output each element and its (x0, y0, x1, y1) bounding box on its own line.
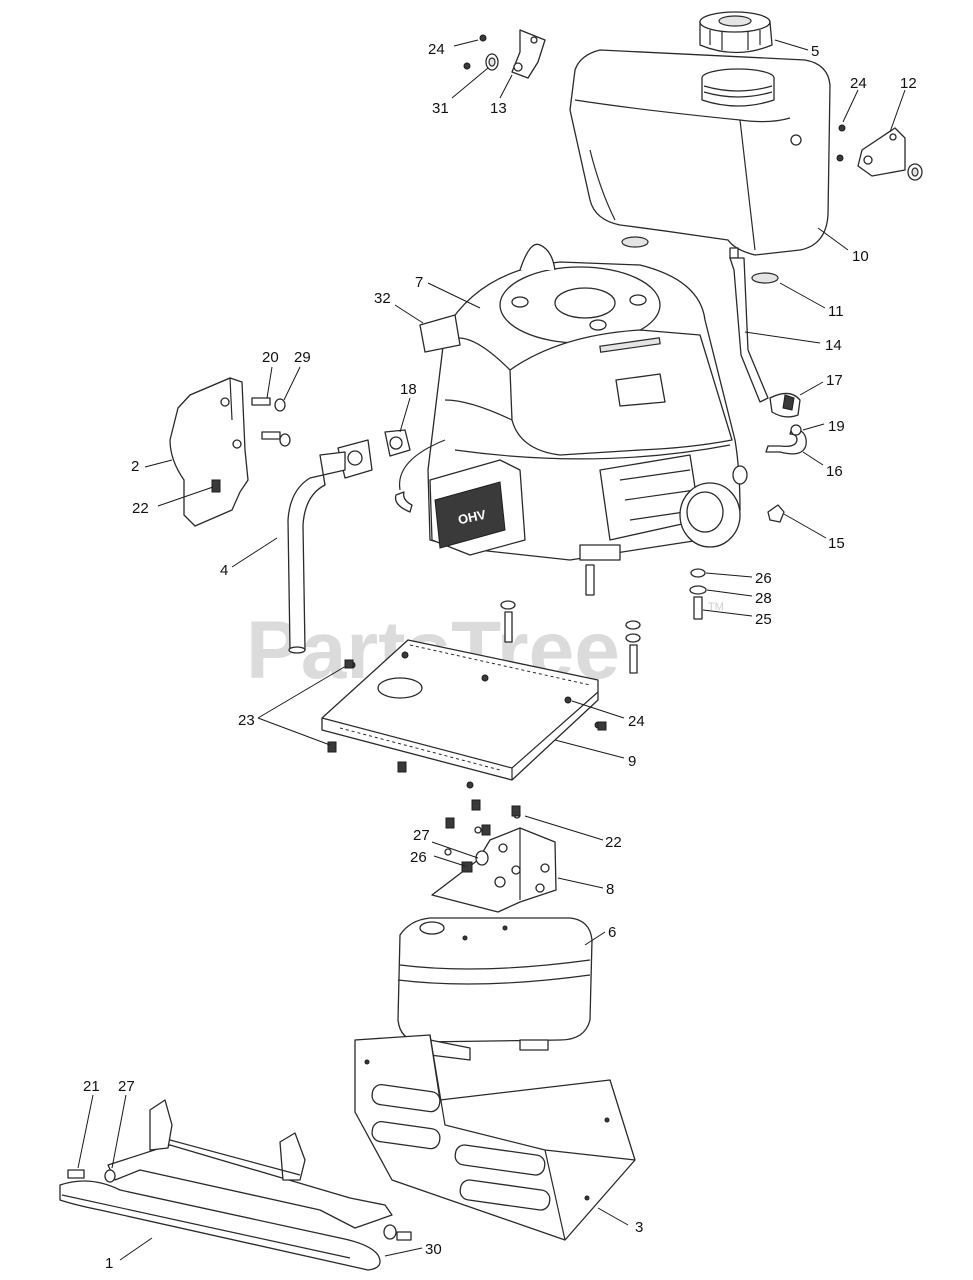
callout-28[interactable]: 28 (755, 590, 772, 607)
callout-19[interactable]: 19 (828, 418, 845, 435)
callout-27[interactable]: 27 (118, 1078, 135, 1095)
callout-9[interactable]: 9 (628, 753, 636, 770)
callout-24[interactable]: 24 (428, 41, 445, 58)
callout-10[interactable]: 10 (852, 248, 869, 265)
washers-11[interactable] (621, 236, 779, 284)
callout-3[interactable]: 3 (635, 1219, 643, 1236)
callout-15[interactable]: 15 (828, 535, 845, 552)
fuel-line-16[interactable] (765, 424, 807, 455)
callout-22[interactable]: 22 (132, 500, 149, 517)
callout-8[interactable]: 8 (606, 881, 614, 898)
callout-23[interactable]: 23 (238, 712, 255, 729)
front-bumper-1[interactable] (59, 1099, 412, 1271)
hose-clamp-15[interactable] (767, 504, 785, 523)
callout-4[interactable]: 4 (220, 562, 228, 579)
callout-32[interactable]: 32 (374, 290, 391, 307)
callout-7[interactable]: 7 (415, 274, 423, 291)
fuel-line-14[interactable] (729, 257, 769, 403)
callout-14[interactable]: 14 (825, 337, 842, 354)
callout-labels: 24 31 13 5 24 12 10 11 7 32 14 17 20 29 … (83, 41, 917, 1272)
callout-26[interactable]: 26 (755, 570, 772, 587)
fuel-filter-17[interactable] (769, 392, 801, 418)
exhaust-pipe-4[interactable] (287, 439, 373, 654)
engine-plate-9[interactable] (321, 639, 602, 789)
fuel-cap[interactable] (699, 11, 773, 54)
callout-31[interactable]: 31 (432, 100, 449, 117)
bolts-20[interactable] (251, 397, 291, 447)
heat-shield-2[interactable] (169, 377, 249, 527)
callout-12[interactable]: 12 (900, 75, 917, 92)
decal-32[interactable] (419, 314, 461, 353)
tank-bracket-12[interactable] (836, 124, 923, 181)
callout-5[interactable]: 5 (811, 43, 819, 60)
callout-2[interactable]: 2 (131, 458, 139, 475)
engine-brand-label: OHV (457, 507, 488, 528)
callout-27[interactable]: 27 (413, 827, 430, 844)
callout-29[interactable]: 29 (294, 349, 311, 366)
fuel-tank[interactable] (569, 49, 831, 259)
callout-30[interactable]: 30 (425, 1241, 442, 1258)
callout-18[interactable]: 18 (400, 381, 417, 398)
callout-11[interactable]: 11 (828, 303, 844, 320)
callout-16[interactable]: 16 (826, 463, 843, 480)
callout-24[interactable]: 24 (850, 75, 867, 92)
bushing-31[interactable] (463, 34, 499, 71)
watermark-tm: TM (708, 601, 724, 613)
callout-6[interactable]: 6 (608, 924, 616, 941)
engine[interactable]: OHV (394, 243, 748, 561)
callout-13[interactable]: 13 (490, 100, 507, 117)
gasket-18[interactable] (384, 429, 411, 457)
mounting-hardware-26-28-25[interactable] (500, 564, 707, 674)
callout-20[interactable]: 20 (262, 349, 279, 366)
tank-bracket-13[interactable] (511, 29, 546, 79)
misc-bolts[interactable] (327, 659, 607, 836)
muffler-guard-3[interactable] (354, 1034, 636, 1241)
callout-25[interactable]: 25 (755, 611, 772, 628)
callout-26[interactable]: 26 (410, 849, 427, 866)
callout-22[interactable]: 22 (605, 834, 622, 851)
muffler-6[interactable] (397, 917, 593, 1061)
callout-1[interactable]: 1 (105, 1255, 113, 1272)
callout-17[interactable]: 17 (826, 372, 843, 389)
callout-21[interactable]: 21 (83, 1078, 100, 1095)
leader-lines (77, 39, 906, 1261)
callout-24[interactable]: 24 (628, 713, 645, 730)
